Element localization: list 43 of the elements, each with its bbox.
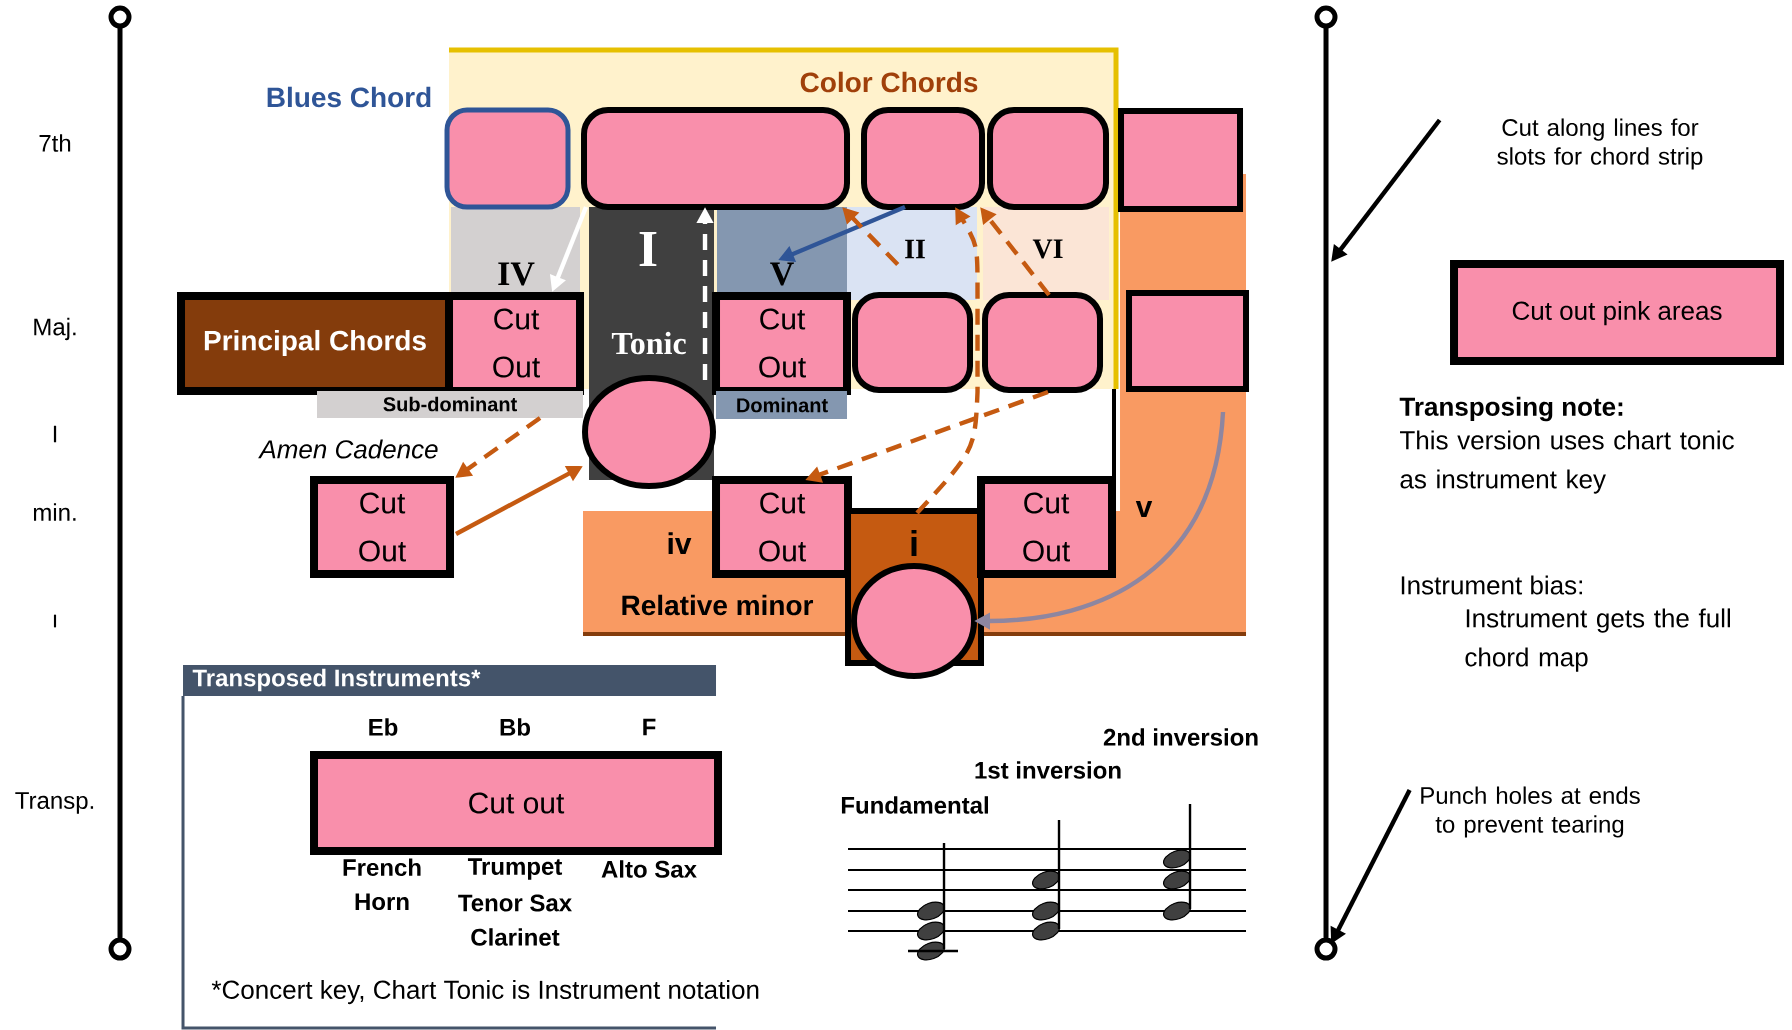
- staff-label: 1st inversion: [975, 761, 1121, 779]
- slot-box: [581, 107, 850, 210]
- cut-out-box: Cut out: [310, 751, 722, 855]
- row-label: Transp.: [15, 792, 94, 814]
- note-text: Instrument gets the full chord map: [1465, 608, 1730, 672]
- note-heading: Instrument bias:: [1401, 575, 1582, 595]
- cut-out-box: Cut Out: [977, 476, 1116, 578]
- label-band: Dominant: [716, 391, 847, 419]
- staff-label: 2nd inversion: [1103, 728, 1258, 746]
- cut-out-box: Cut Out: [712, 292, 851, 395]
- row-label: 7th: [39, 134, 71, 152]
- row-label: Maj.: [34, 317, 76, 341]
- row-label: min.: [33, 503, 76, 521]
- slot-box: [982, 292, 1103, 393]
- cut-out-circle: [851, 563, 977, 679]
- slot-box: [444, 107, 571, 210]
- slot-box: [1126, 290, 1249, 392]
- heading: Amen Cadence: [258, 439, 438, 459]
- cut-out-circle: [582, 375, 716, 489]
- chord-numeral: II: [905, 239, 925, 259]
- instruction-text: Punch holes at ends to prevent tearing: [1421, 786, 1640, 838]
- row-label: ı: [53, 614, 57, 628]
- chord-numeral: IV: [498, 262, 535, 286]
- note-text: This version uses chart tonic as instrument key: [1400, 430, 1734, 494]
- chord-band: Color Chords: [449, 47, 1119, 108]
- label-band: Sub-dominant: [317, 391, 583, 418]
- slot-box: [987, 107, 1109, 210]
- slot-box: [1118, 108, 1243, 212]
- row-label: I: [53, 425, 57, 443]
- cut-out-box: Cut Out: [712, 476, 852, 578]
- slot-box: [861, 107, 985, 210]
- chord-numeral: iv: [668, 532, 692, 554]
- instrument-label: Tenor Sax: [458, 894, 572, 912]
- instruction-box: Cut out pink areas: [1450, 260, 1784, 365]
- slot-box: [852, 292, 973, 393]
- heading: Blues Chord: [267, 86, 431, 108]
- instruction-text: Cut along lines for slots for chord strip: [1497, 118, 1703, 170]
- chord-numeral: V: [770, 262, 794, 286]
- note-heading: Transposing note:: [1399, 396, 1623, 422]
- instrument-label: Clarinet: [471, 928, 560, 946]
- staff-label: Fundamental: [841, 796, 988, 814]
- cut-out-box: Cut Out: [310, 476, 454, 578]
- chord-numeral: VI: [1032, 239, 1063, 259]
